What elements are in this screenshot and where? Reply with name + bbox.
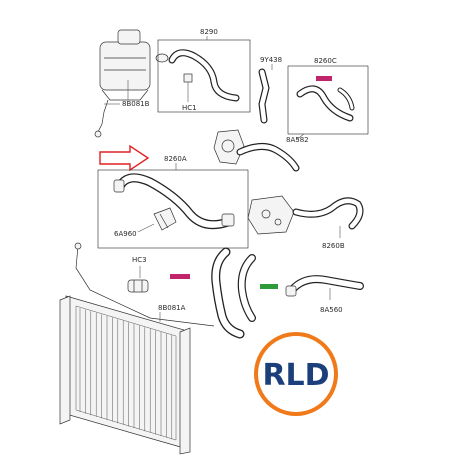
- hose-8260a: [113, 173, 235, 230]
- label-8a560: 8A560: [320, 306, 343, 314]
- label-6a960: 6A960: [114, 230, 137, 238]
- label-9y438: 9Y438: [260, 56, 282, 64]
- hose-8260b: [292, 197, 364, 230]
- thermostat-housing: [213, 129, 245, 165]
- expansion-tank: [99, 29, 169, 101]
- label-hc3: HC3: [132, 256, 147, 264]
- hose-8290: [168, 49, 240, 102]
- label-8260b: 8260B: [322, 242, 345, 250]
- box-8290: [157, 39, 251, 113]
- hose-9y438: [258, 68, 270, 124]
- hose-8a560: [285, 275, 364, 297]
- connector-8b081a: [74, 242, 82, 250]
- label-8260c: 8260C: [314, 57, 337, 65]
- label-hc1: HC1: [182, 104, 197, 112]
- logo-text: RLD: [262, 358, 329, 393]
- bracket-6a960: [153, 207, 177, 231]
- rld-logo: RLD: [254, 332, 338, 416]
- label-8290: 8290: [200, 28, 218, 36]
- hose-lower-secondary: [237, 254, 256, 322]
- label-8260a: 8260A: [164, 155, 187, 163]
- clip-hc3: [127, 279, 149, 293]
- coolant-outlet-housing: [247, 195, 295, 235]
- hose-8b081b: [97, 99, 109, 133]
- pipe-8b081a: [75, 245, 215, 327]
- radiator: [59, 295, 191, 455]
- highlight-8260c: [316, 76, 332, 81]
- label-8b081a: 8B081A: [158, 304, 186, 312]
- connector-8b081b: [94, 130, 102, 138]
- box-8260c: [287, 65, 369, 135]
- label-8a582: 8A582: [286, 136, 309, 144]
- hose-8260c: [296, 85, 355, 122]
- hose-lower-main: [211, 247, 245, 339]
- hose-8a582: [236, 143, 300, 172]
- highlight-lower-right: [260, 284, 278, 289]
- box-8260a: [97, 169, 249, 249]
- red-arrow: [99, 144, 150, 172]
- label-8b081b: 8B081B: [122, 100, 150, 108]
- highlight-lower-left: [170, 274, 190, 279]
